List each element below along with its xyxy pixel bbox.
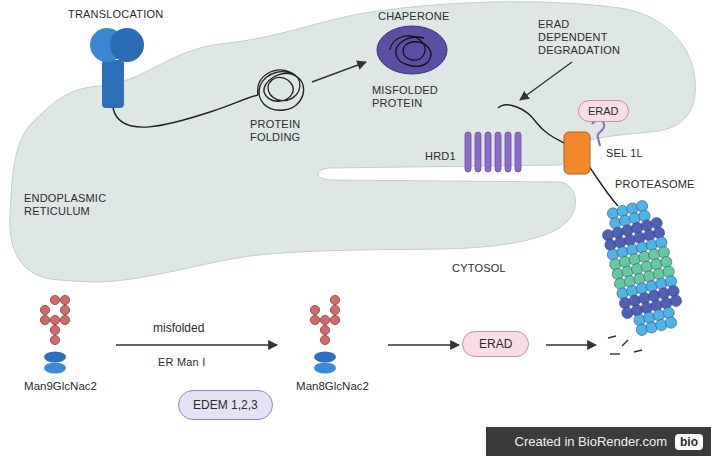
fragment xyxy=(622,340,628,346)
erad-pill: ERAD xyxy=(462,331,529,357)
part-label: ERAD DEPENDENT DEGRADATION xyxy=(538,18,628,57)
part-label: HRD1 xyxy=(425,150,456,163)
process-arrow xyxy=(520,62,572,100)
translocon-subunit xyxy=(110,28,144,62)
helix xyxy=(495,132,501,172)
part-label: ENDOPLASMIC RETICULUM xyxy=(24,192,119,218)
chaperone-blob xyxy=(377,26,447,74)
mannose xyxy=(320,315,329,324)
glycan-node: Man8GlcNac2 xyxy=(280,295,385,395)
mannose xyxy=(40,305,49,314)
glcnac xyxy=(314,363,336,374)
sel1l-squiggle xyxy=(592,120,604,146)
mannose xyxy=(320,325,329,334)
enzyme-pill: EDEM 1,2,3 xyxy=(178,390,273,420)
watermark-box: Created in BioRender.com bio xyxy=(486,427,711,456)
part-label: PROTEASOME xyxy=(615,178,695,191)
process-arrow xyxy=(546,344,596,345)
glcnac xyxy=(44,363,66,374)
mannose xyxy=(330,305,339,314)
polypeptide-chain xyxy=(113,95,258,127)
process-arrow xyxy=(388,344,459,345)
helix xyxy=(465,132,471,172)
part-label: SEL 1L xyxy=(606,147,643,160)
node-text: Man8GlcNac2 xyxy=(296,379,369,393)
node-text: ERAD xyxy=(479,337,512,351)
mannose xyxy=(50,295,59,304)
mannose xyxy=(330,315,339,324)
part-label: ER Man I xyxy=(158,356,205,369)
erad-pill: ERAD xyxy=(578,100,629,122)
part-label: CYTOSOL xyxy=(452,262,506,275)
mannose xyxy=(60,295,69,304)
glycan-node: Man9GlcNac2 xyxy=(8,295,113,395)
misfolded-protein xyxy=(390,36,431,66)
mannose xyxy=(310,305,319,314)
node-text: Man9GlcNac2 xyxy=(24,379,97,393)
folding-protein xyxy=(258,70,304,110)
mannose xyxy=(60,305,69,314)
edge-label: misfolded xyxy=(151,321,206,335)
node-text: ERAD xyxy=(588,105,619,117)
process-arrow xyxy=(312,62,366,82)
helix xyxy=(505,132,511,172)
mannose xyxy=(310,315,319,324)
part-label: MISFOLDED PROTEIN xyxy=(372,84,457,110)
glycan-icons xyxy=(40,295,339,373)
peptide-fragments xyxy=(608,336,642,354)
part-label: CHAPERONE xyxy=(378,10,449,23)
proteasome xyxy=(596,197,687,339)
channel xyxy=(564,132,590,174)
part-label: TRANSLOCATION xyxy=(68,8,163,21)
glcnac xyxy=(314,352,336,363)
node-text: Created in BioRender.com xyxy=(515,434,667,449)
mannose xyxy=(60,315,69,324)
mannose xyxy=(320,335,329,344)
helix xyxy=(485,132,491,172)
process-arrow xyxy=(116,344,277,345)
part-label: PROTEIN FOLDING xyxy=(250,118,325,144)
er-outline xyxy=(10,2,696,282)
fragment xyxy=(634,350,642,352)
node-text: bio xyxy=(675,434,703,450)
proteasome-subunit xyxy=(664,316,678,330)
mannose xyxy=(40,315,49,324)
fragment xyxy=(608,336,616,338)
hrd1-helices xyxy=(465,132,521,172)
glcnac xyxy=(44,352,66,363)
helix xyxy=(475,132,481,172)
translocon-channel xyxy=(102,60,124,108)
fragment xyxy=(610,353,620,354)
mannose xyxy=(50,315,59,324)
node-text: EDEM 1,2,3 xyxy=(193,398,258,412)
mannose xyxy=(50,325,59,334)
mannose xyxy=(330,295,339,304)
proteasome-subunit xyxy=(669,294,683,308)
helix xyxy=(515,132,521,172)
mannose xyxy=(50,335,59,344)
